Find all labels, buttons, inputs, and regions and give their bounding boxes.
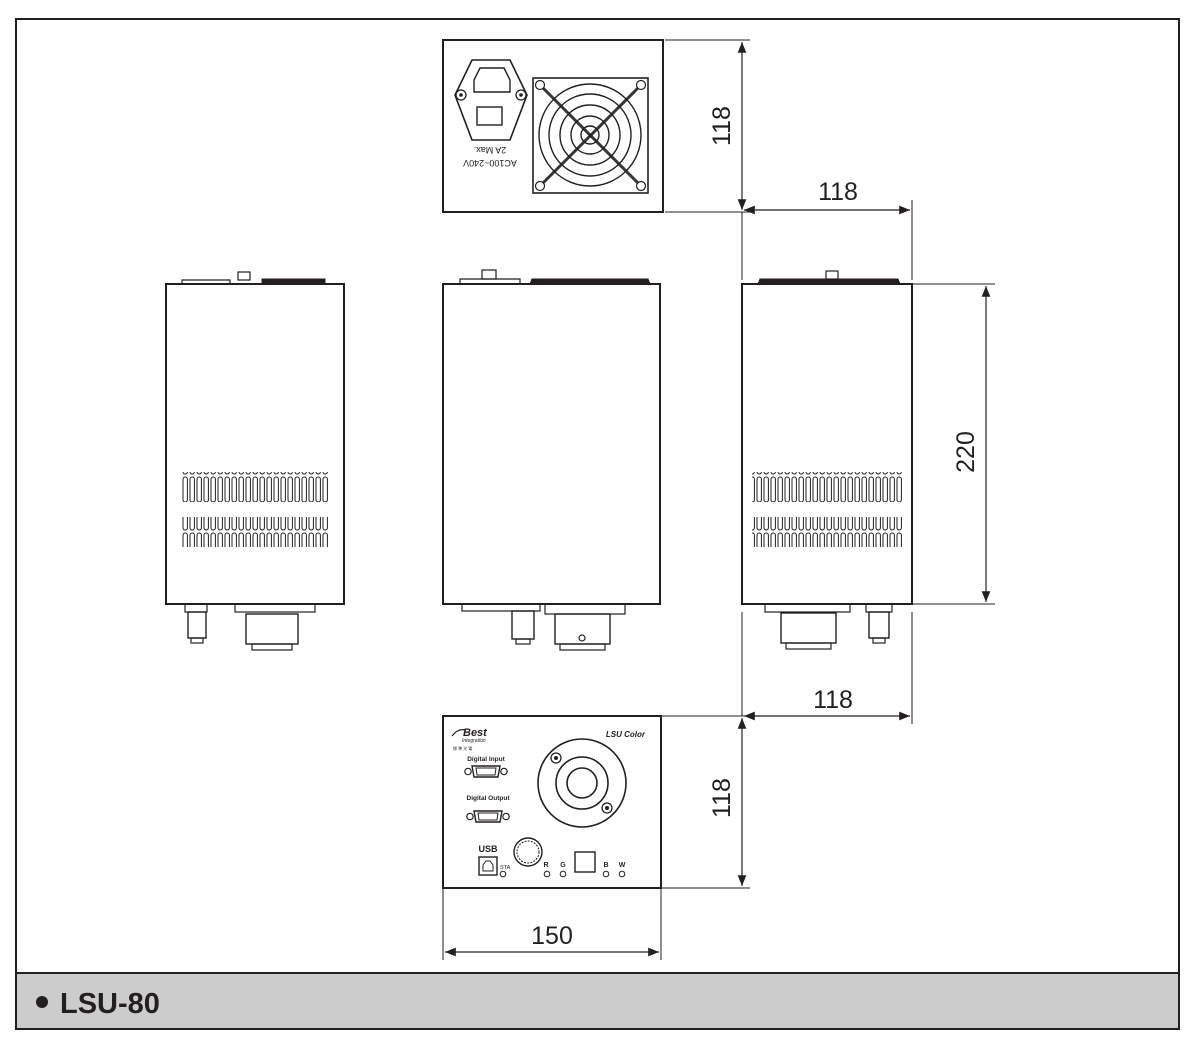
dimension-bottom-length: 150 — [442, 888, 662, 960]
bullet-icon — [36, 996, 48, 1009]
sta-led — [499, 870, 507, 878]
brand-tiny: 標 準 光 電 — [453, 745, 472, 751]
w-led — [618, 870, 626, 878]
display-window — [574, 851, 596, 873]
voltage-label: AC100~240V — [463, 158, 517, 168]
dim-label-150: 150 — [531, 922, 573, 950]
r-led — [543, 870, 551, 878]
footer-bar — [17, 972, 1178, 1028]
intensity-knob[interactable] — [513, 837, 543, 867]
dim-label-118-top-height: 118 — [708, 106, 736, 146]
brand-name: Best — [463, 727, 488, 739]
dim-label-118-bottom-width: 118 — [813, 686, 853, 714]
fan-icon — [532, 77, 649, 194]
dimension-top-width: 118 — [741, 178, 913, 280]
r-label: R — [543, 862, 548, 869]
dimension-bottom-height: 118 — [661, 715, 750, 889]
dimension-side-height: 220 — [912, 283, 995, 605]
digital-output-label: Digital Output — [467, 795, 511, 802]
digital-input-port[interactable] — [464, 765, 508, 778]
dimension-top-height: 118 — [665, 39, 750, 213]
side-view-center — [442, 269, 661, 651]
w-label: W — [619, 862, 626, 869]
dimension-bottom-width: 118 — [741, 612, 913, 724]
sta-label: STA — [500, 865, 511, 871]
digital-input-label: Digital Input — [467, 756, 505, 763]
model-title: LSU-80 — [36, 984, 160, 1024]
light-guide-port-icon — [537, 738, 627, 828]
dim-label-220: 220 — [952, 431, 980, 473]
dim-label-118-top-width: 118 — [818, 178, 858, 206]
brand-logo: Best Integration 標 準 光 電 — [451, 727, 488, 751]
usb-port-icon[interactable] — [478, 856, 498, 876]
digital-output-port[interactable] — [466, 810, 510, 823]
model-name-text: LSU-80 — [60, 988, 160, 1020]
g-label: G — [560, 862, 566, 869]
power-inlet-icon — [454, 59, 528, 141]
current-label: 2A Max. — [474, 145, 507, 155]
model-name: LSU Color — [606, 730, 646, 739]
usb-label: USB — [478, 844, 498, 854]
g-led — [559, 870, 567, 878]
front-panel-view: Best Integration 標 準 光 電 LSU Color Digit… — [442, 715, 662, 889]
side-view-right — [741, 270, 913, 650]
rear-panel-view: AC100~240V 2A Max. — [442, 39, 664, 213]
brand-subtitle: Integration — [462, 738, 486, 744]
side-view-left — [165, 271, 345, 651]
b-led — [602, 870, 610, 878]
b-label: B — [603, 862, 608, 869]
dim-label-118-bottom-height: 118 — [708, 778, 736, 818]
